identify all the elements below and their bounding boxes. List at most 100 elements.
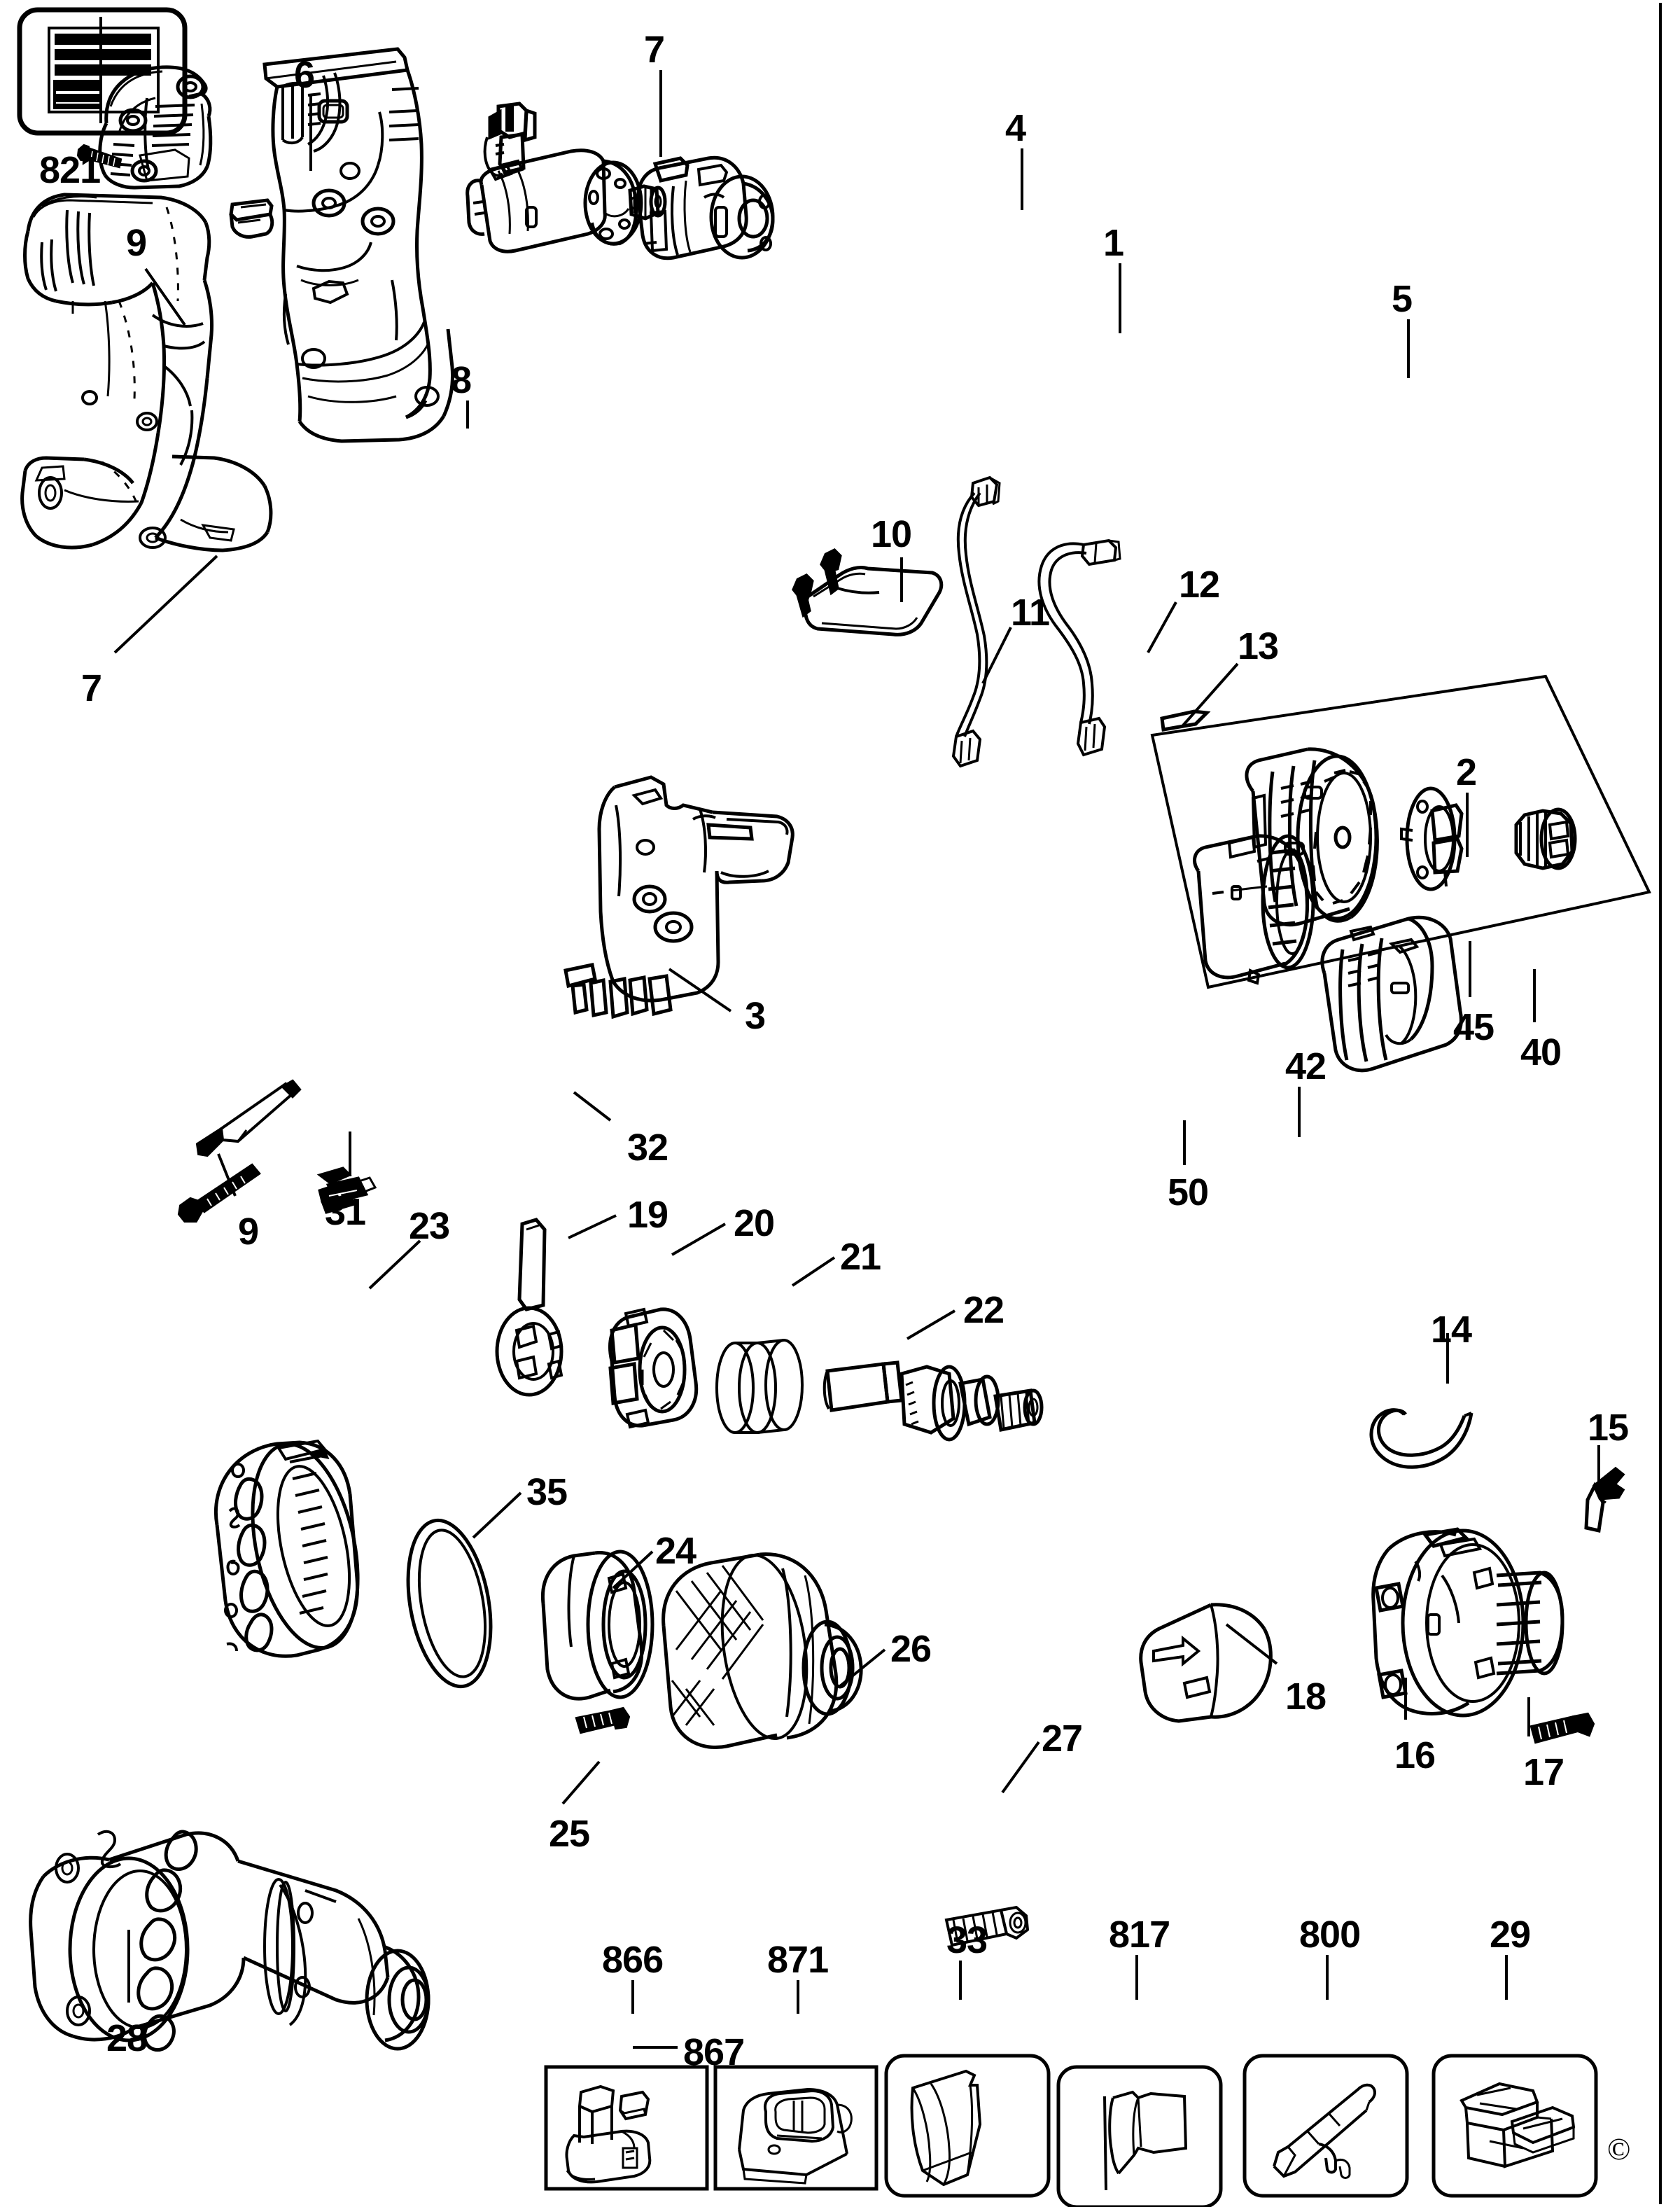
clutch-cover-band-drawing — [1139, 1603, 1273, 1723]
callout-number-817: 817 — [1109, 1914, 1170, 1956]
leader-line-3 — [668, 968, 732, 1012]
grease-gun-drawing — [1273, 2083, 1376, 2179]
callout-number-867: 867 — [683, 2031, 745, 2073]
callout-number-32: 32 — [627, 1127, 668, 1169]
housing-half-right-drawing — [262, 47, 454, 443]
instruction-manual-drawing — [910, 2069, 982, 2187]
leader-line-9a — [144, 267, 186, 326]
callout-leader-lines — [99, 17, 1600, 2049]
housing-half-left-drawing — [20, 193, 273, 552]
callout-number-23: 23 — [409, 1205, 450, 1247]
leader-line-20 — [671, 1223, 727, 1256]
callout-number-10: 10 — [871, 513, 912, 555]
leader-line-21 — [791, 1256, 836, 1287]
callout-number-18: 18 — [1285, 1676, 1326, 1718]
clutch-spring-drawing — [715, 1339, 804, 1434]
thrust-washer-drawing — [495, 1218, 564, 1397]
callout-number-24: 24 — [655, 1530, 696, 1572]
carrier-plate-drawing — [1400, 786, 1464, 891]
leader-line-9b — [217, 1153, 237, 1197]
spindle-sleeve-drawing — [540, 1550, 654, 1701]
callout-number-19: 19 — [627, 1194, 668, 1236]
bit-holder-drawing — [1460, 2082, 1576, 2168]
callout-number-28: 28 — [106, 2017, 148, 2059]
callout-number-9a: 9 — [126, 222, 147, 264]
callout-number-9b: 9 — [238, 1211, 259, 1253]
callout-number-17: 17 — [1523, 1751, 1564, 1793]
battery-pack-drawing — [565, 2084, 652, 2184]
leader-line-25 — [561, 1760, 601, 1805]
leader-line-27 — [1001, 1741, 1040, 1794]
motor-drawing — [465, 148, 667, 253]
callout-number-13: 13 — [1238, 625, 1279, 667]
callout-number-3: 3 — [745, 995, 766, 1037]
callout-number-14: 14 — [1431, 1309, 1472, 1351]
leader-line-12 — [1147, 601, 1177, 653]
callout-number-33: 33 — [946, 1919, 988, 1961]
chuck-key-bit-drawing — [195, 1079, 302, 1157]
callout-number-5: 5 — [1392, 278, 1413, 320]
retaining-spring-drawing — [1369, 1408, 1474, 1469]
callout-number-29: 29 — [1490, 1914, 1531, 1956]
callout-number-1: 1 — [1103, 222, 1124, 264]
callout-number-2: 2 — [1456, 751, 1477, 793]
callout-number-821: 821 — [39, 149, 101, 191]
leader-line-13 — [1182, 662, 1239, 727]
callout-number-45: 45 — [1453, 1006, 1494, 1048]
switch-trim-drawing — [792, 548, 944, 636]
battery-cap-drawing — [618, 2090, 650, 2121]
leader-line-7b — [113, 555, 218, 654]
callout-number-15: 15 — [1588, 1407, 1629, 1449]
callout-number-12: 12 — [1179, 564, 1220, 606]
warning-flag-drawing — [1103, 2090, 1188, 2191]
callout-number-22: 22 — [963, 1289, 1004, 1331]
forward-reverse-button-drawing — [229, 198, 274, 239]
callout-number-8: 8 — [451, 359, 472, 401]
o-ring-drawing — [406, 1518, 493, 1689]
callout-number-42: 42 — [1285, 1045, 1326, 1087]
spring-clip-drawing — [1584, 1466, 1625, 1533]
charger-box — [713, 2065, 878, 2191]
clutch-collar-drawing — [214, 1439, 360, 1658]
callout-number-27: 27 — [1042, 1718, 1083, 1760]
charger-drawing — [738, 2087, 853, 2185]
callout-number-40: 40 — [1520, 1031, 1562, 1073]
gearbox-chuck-assembly-drawing — [29, 1830, 430, 2052]
switch-assembly-drawing — [564, 775, 794, 1019]
leader-line-11 — [981, 627, 1012, 684]
gearcase-pointer-tab — [1160, 709, 1211, 732]
copyright-icon: © — [1607, 2132, 1631, 2166]
battery-pack-box — [544, 2065, 709, 2191]
wire-lead-short-drawing — [1037, 538, 1121, 757]
motor-end-cap-drawing — [98, 65, 213, 190]
pinion-gear-drawing — [1514, 807, 1577, 870]
grease-gun-box — [1242, 2054, 1409, 2198]
screw-9-top-drawing — [76, 144, 122, 169]
leader-line-19 — [568, 1214, 617, 1239]
gearbox-assembly-group-box — [1150, 674, 1651, 989]
chuck-retaining-screw-drawing — [944, 1905, 1030, 1947]
warning-flag-box — [1056, 2065, 1223, 2207]
leader-line-24 — [612, 1550, 654, 1589]
callout-number-7b: 7 — [81, 667, 102, 709]
callout-number-871: 871 — [767, 1939, 829, 1981]
callout-number-35: 35 — [526, 1471, 568, 1513]
callout-number-31: 31 — [325, 1191, 366, 1233]
bit-holder-box — [1432, 2054, 1598, 2198]
clutch-ring-drawing — [1320, 915, 1463, 1073]
leader-line-26 — [839, 1648, 886, 1687]
leader-line-22 — [906, 1309, 956, 1340]
leader-line-23 — [368, 1239, 421, 1290]
instruction-manual-box — [884, 2054, 1051, 2198]
ring-gear-housing-drawing — [1193, 834, 1315, 985]
gearcase-front-drawing — [1371, 1527, 1564, 1718]
callout-number-21: 21 — [840, 1236, 881, 1278]
chuck-screw-25-drawing — [575, 1706, 631, 1734]
callout-number-16: 16 — [1394, 1734, 1436, 1776]
callout-number-26: 26 — [890, 1628, 932, 1670]
motor-mount-bracket-drawing — [636, 155, 775, 260]
belt-clip-31-drawing — [316, 1167, 377, 1214]
leader-line-35 — [472, 1491, 522, 1539]
